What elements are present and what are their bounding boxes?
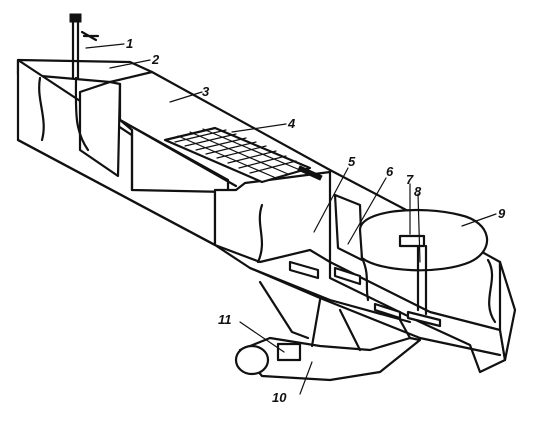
callout-4: 4 (287, 116, 296, 131)
collector-pipe (234, 280, 422, 382)
valve-rod (69, 13, 100, 152)
callout-10: 10 (272, 390, 287, 405)
callout-3: 3 (202, 84, 210, 99)
callout-5: 5 (348, 154, 356, 169)
callout-8: 8 (414, 184, 422, 199)
callout-11: 11 (218, 312, 232, 327)
callout-1: 1 (126, 36, 133, 51)
drum-part (358, 208, 489, 316)
callout-6: 6 (386, 164, 394, 179)
grate-screen (163, 126, 323, 184)
callout-9: 9 (498, 206, 506, 221)
callout-2: 2 (151, 52, 160, 67)
leader-lines (85, 43, 497, 395)
channel-body (16, 58, 517, 374)
callout-7: 7 (406, 172, 414, 187)
callout-labels: 1 2 3 4 5 6 7 8 9 10 11 (126, 36, 506, 405)
